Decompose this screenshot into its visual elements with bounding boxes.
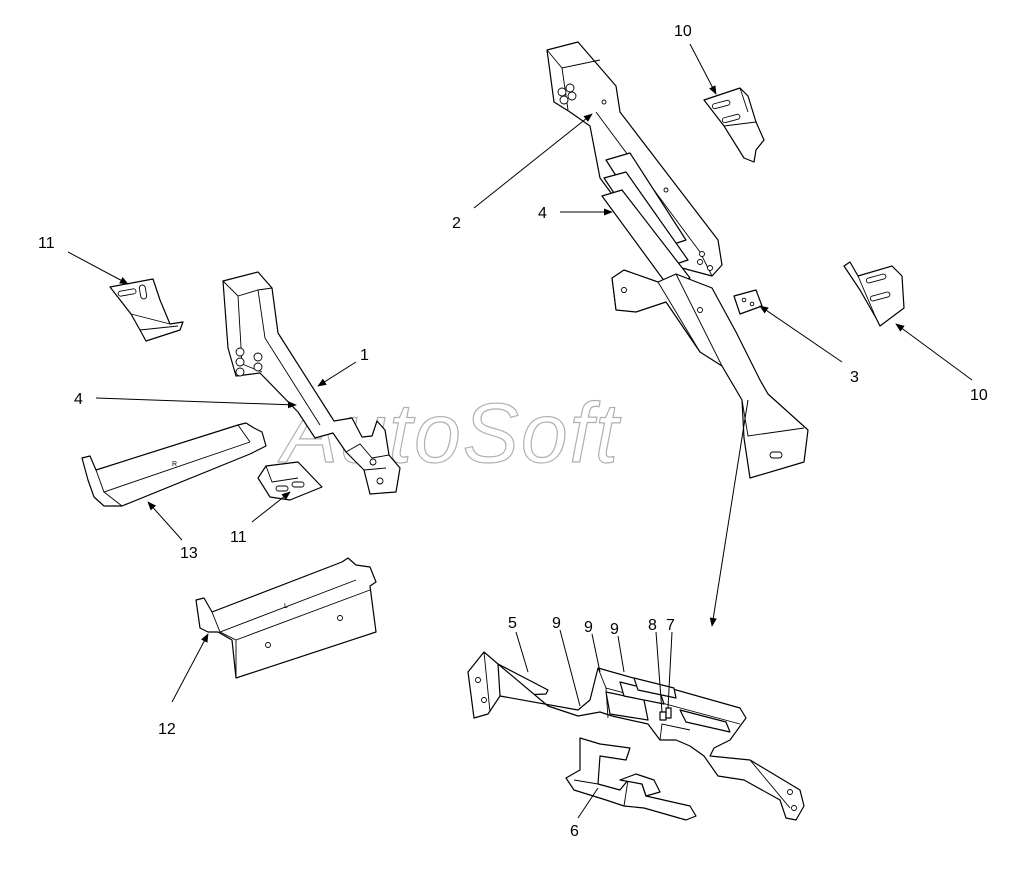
part-8-nut	[659, 711, 667, 721]
callout-5: 5	[508, 615, 517, 632]
plate-12-marking: L	[284, 603, 288, 610]
callout-10-lower: 10	[970, 387, 988, 404]
part-12-plate-left: L	[195, 557, 377, 679]
callout-7: 7	[666, 617, 675, 634]
part-10-bracket-lower	[843, 261, 905, 327]
callout-4-right: 4	[538, 205, 547, 222]
leader-4-left	[95, 397, 297, 409]
leader-11-lower	[251, 491, 291, 523]
leader-6	[577, 787, 599, 819]
callout-8: 8	[648, 617, 657, 634]
callout-6: 6	[570, 823, 579, 840]
callout-1: 1	[360, 347, 369, 364]
leader-9a	[559, 629, 581, 707]
callout-11-upper: 11	[38, 235, 55, 252]
callout-2: 2	[452, 215, 461, 232]
part-7-bolt	[665, 707, 672, 719]
leader-3	[759, 305, 843, 363]
part-11-bracket-lower	[257, 461, 323, 501]
leader-10-upper	[689, 43, 717, 95]
plate-13-marking: R	[172, 461, 177, 468]
callout-10-upper: 10	[674, 23, 692, 40]
callout-12: 12	[158, 721, 176, 738]
part-4-shims-right	[601, 152, 691, 287]
callout-9c: 9	[610, 621, 619, 638]
leader-12	[171, 633, 209, 703]
part-11-bracket-upper	[109, 278, 184, 342]
callout-11-lower: 11	[230, 529, 247, 546]
leader-11-upper	[67, 251, 129, 285]
leader-9b	[591, 633, 601, 673]
leader-8	[655, 631, 663, 713]
leader-7	[667, 631, 673, 709]
callout-4-left: 4	[74, 391, 83, 408]
part-1-frame-left	[222, 271, 401, 495]
leader-5	[515, 631, 529, 673]
callout-13: 13	[180, 545, 198, 562]
leader-10-lower	[895, 323, 973, 381]
bottom-assembly	[467, 651, 805, 821]
callout-9b: 9	[584, 619, 593, 636]
part-3-plate	[733, 289, 763, 315]
callout-9a: 9	[552, 615, 561, 632]
assembly-arrow	[709, 399, 749, 627]
callout-3: 3	[850, 369, 859, 386]
part-13-plate-right: R	[81, 422, 267, 507]
leader-1	[317, 361, 357, 387]
leader-2	[473, 113, 593, 209]
leader-13	[147, 501, 183, 541]
part-2-lower-extension	[611, 269, 809, 479]
part-10-bracket-upper	[703, 87, 765, 163]
leader-9c	[617, 635, 625, 673]
